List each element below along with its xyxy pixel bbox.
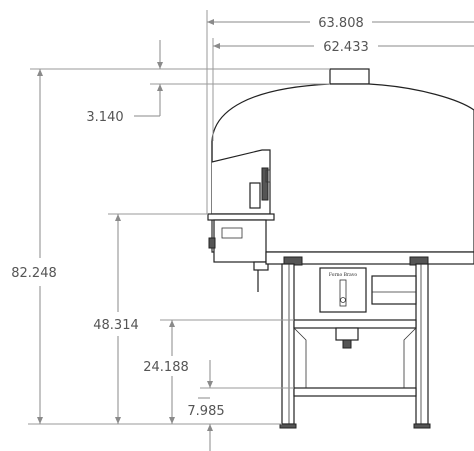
- dim-work-surface-height: 48.314: [93, 318, 139, 333]
- stand-leg-left: [281, 263, 295, 425]
- shelf-brace-right: [403, 327, 417, 388]
- stand-leg-right: [415, 263, 429, 425]
- regulator-body: [335, 327, 359, 341]
- dimension-lines: [37, 19, 474, 451]
- dim-dome-depth: 62.433: [323, 40, 369, 55]
- door-knob: [265, 169, 271, 183]
- control-foot: [253, 261, 269, 271]
- landing-shelf: [207, 213, 275, 221]
- lower-shelf: [293, 387, 417, 397]
- shelf-brace-left: [293, 327, 307, 388]
- oven-elevation: Forno Bravo: [207, 68, 474, 429]
- brand-plate-bar: [339, 279, 347, 307]
- control-box: [213, 219, 267, 263]
- control-indicator: [208, 237, 216, 249]
- dim-overall-height: 82.248: [11, 266, 57, 281]
- door-bracket: [249, 182, 261, 209]
- brand-plate-label: Forno Bravo: [329, 272, 357, 278]
- door-handle: [261, 167, 269, 201]
- regulator-stem: [342, 339, 352, 349]
- oven-dome: [211, 83, 474, 253]
- extension-lines: [28, 10, 330, 425]
- foot-left: [279, 423, 297, 429]
- brand-plate-ring: [340, 297, 346, 303]
- dim-bottom-shelf-height: 7.985: [187, 404, 224, 419]
- dimension-labels: 63.808 62.433 3.140 82.248 48.314 24.188…: [11, 16, 369, 419]
- dim-flue-offset: 3.140: [86, 110, 123, 125]
- flue-stub: [329, 68, 370, 85]
- brand-plate: [319, 267, 367, 313]
- dim-overall-depth: 63.808: [318, 16, 364, 31]
- upper-shelf: [293, 319, 417, 329]
- dim-lower-shelf-height: 24.188: [143, 360, 189, 375]
- control-switch: [221, 227, 243, 239]
- foot-right: [413, 423, 431, 429]
- side-tank: [371, 275, 417, 305]
